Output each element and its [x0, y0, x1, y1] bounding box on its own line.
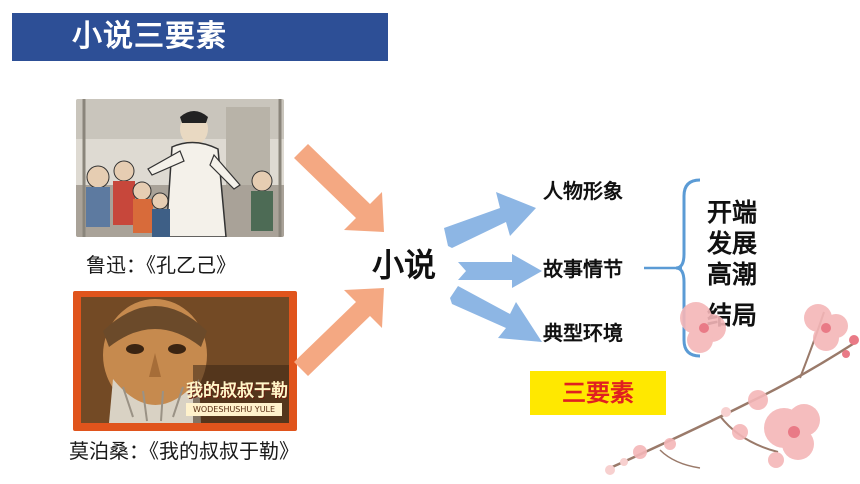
plot-stage-climax: 高潮: [707, 260, 758, 289]
three-elements-badge-text: 三要素: [562, 379, 634, 407]
uncle-jules-caption: 莫泊桑：《我的叔叔于勒》: [69, 439, 299, 463]
element-plot: 故事情节: [543, 257, 623, 281]
orange-arrow-icon: [294, 144, 384, 232]
kongyiji-caption: 鲁迅：《孔乙己》: [86, 253, 236, 277]
novel-center-label: 小说: [372, 246, 437, 284]
three-elements-badge: [530, 371, 666, 415]
element-character: 人物形象: [543, 179, 623, 203]
blue-arrow-icon: [458, 254, 542, 288]
cover-title: 我的叔叔于勒: [186, 381, 288, 401]
brace-icon: [675, 178, 701, 358]
slide-title: 小说三要素: [72, 19, 227, 54]
uncle-jules-cover: [73, 291, 297, 431]
blue-arrow-icon: [444, 192, 536, 248]
kongyiji-illustration: [76, 99, 284, 237]
plot-stage-development: 发展: [707, 229, 758, 258]
blue-arrow-icon: [450, 286, 542, 342]
element-setting: 典型环境: [543, 321, 623, 345]
connector-line: [644, 266, 682, 270]
cover-pinyin: WODESHUSHU YULE: [186, 403, 282, 416]
title-bar: [12, 13, 388, 61]
orange-arrow-icon: [294, 288, 384, 376]
plot-stage-opening: 开端: [707, 198, 758, 227]
blossom-branch-icon: [605, 302, 859, 475]
